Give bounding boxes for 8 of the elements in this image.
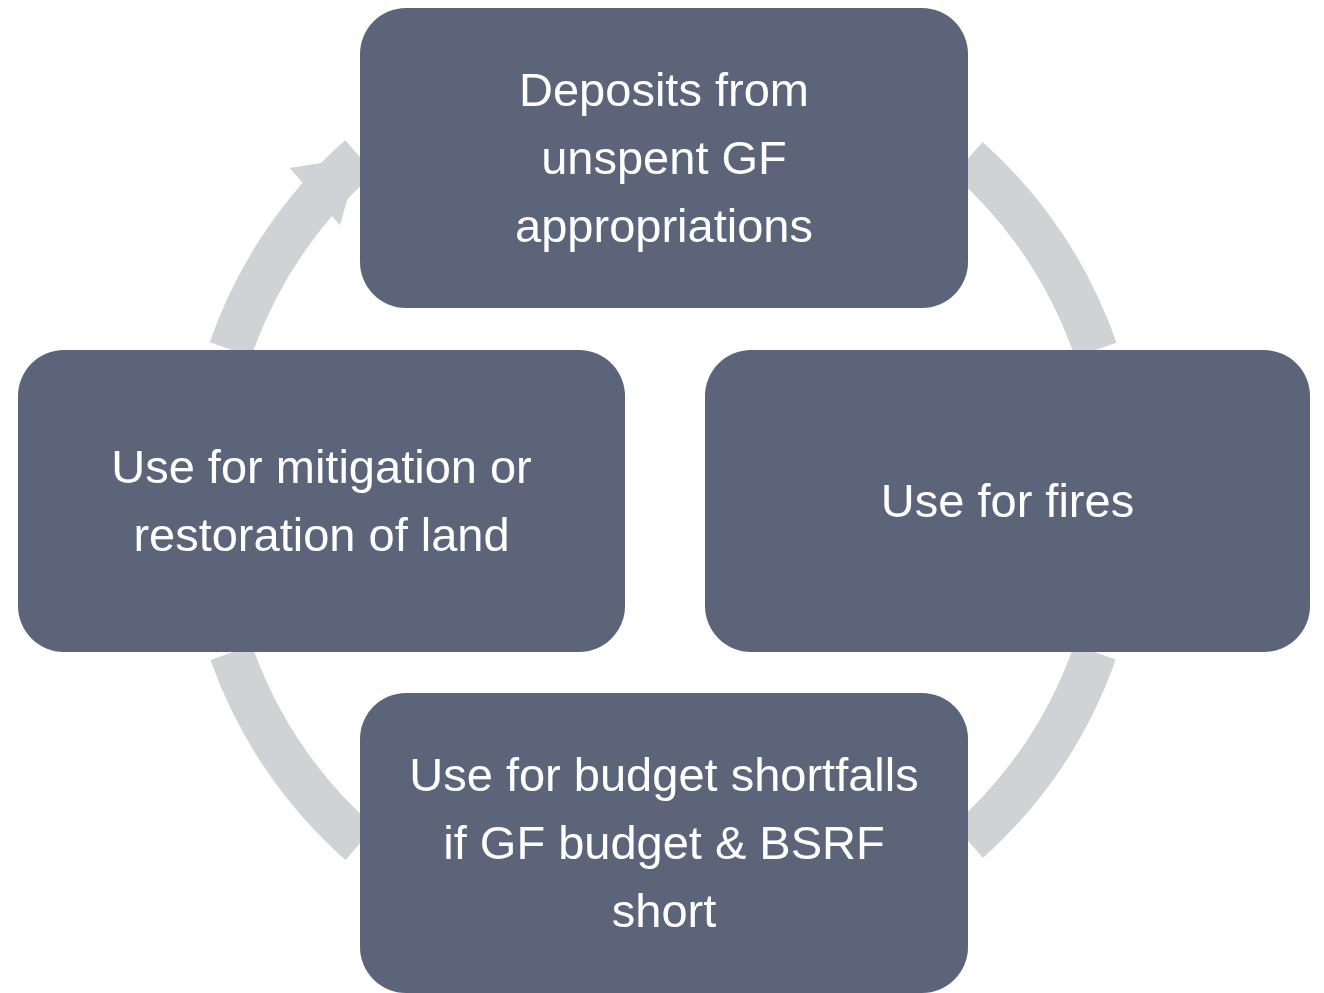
box-label: Use for budget shortfalls if GF budget & BSRF short	[408, 746, 920, 940]
box-label: Use for mitigation or restoration of land	[110, 438, 533, 563]
rounded-box	[360, 693, 968, 993]
box-label: Deposits from unspent GF appropriations	[514, 61, 814, 255]
rounded-box	[360, 8, 968, 308]
box-label: Use for fires	[880, 472, 1135, 529]
rounded-box	[18, 350, 625, 652]
rounded-box	[705, 350, 1310, 652]
